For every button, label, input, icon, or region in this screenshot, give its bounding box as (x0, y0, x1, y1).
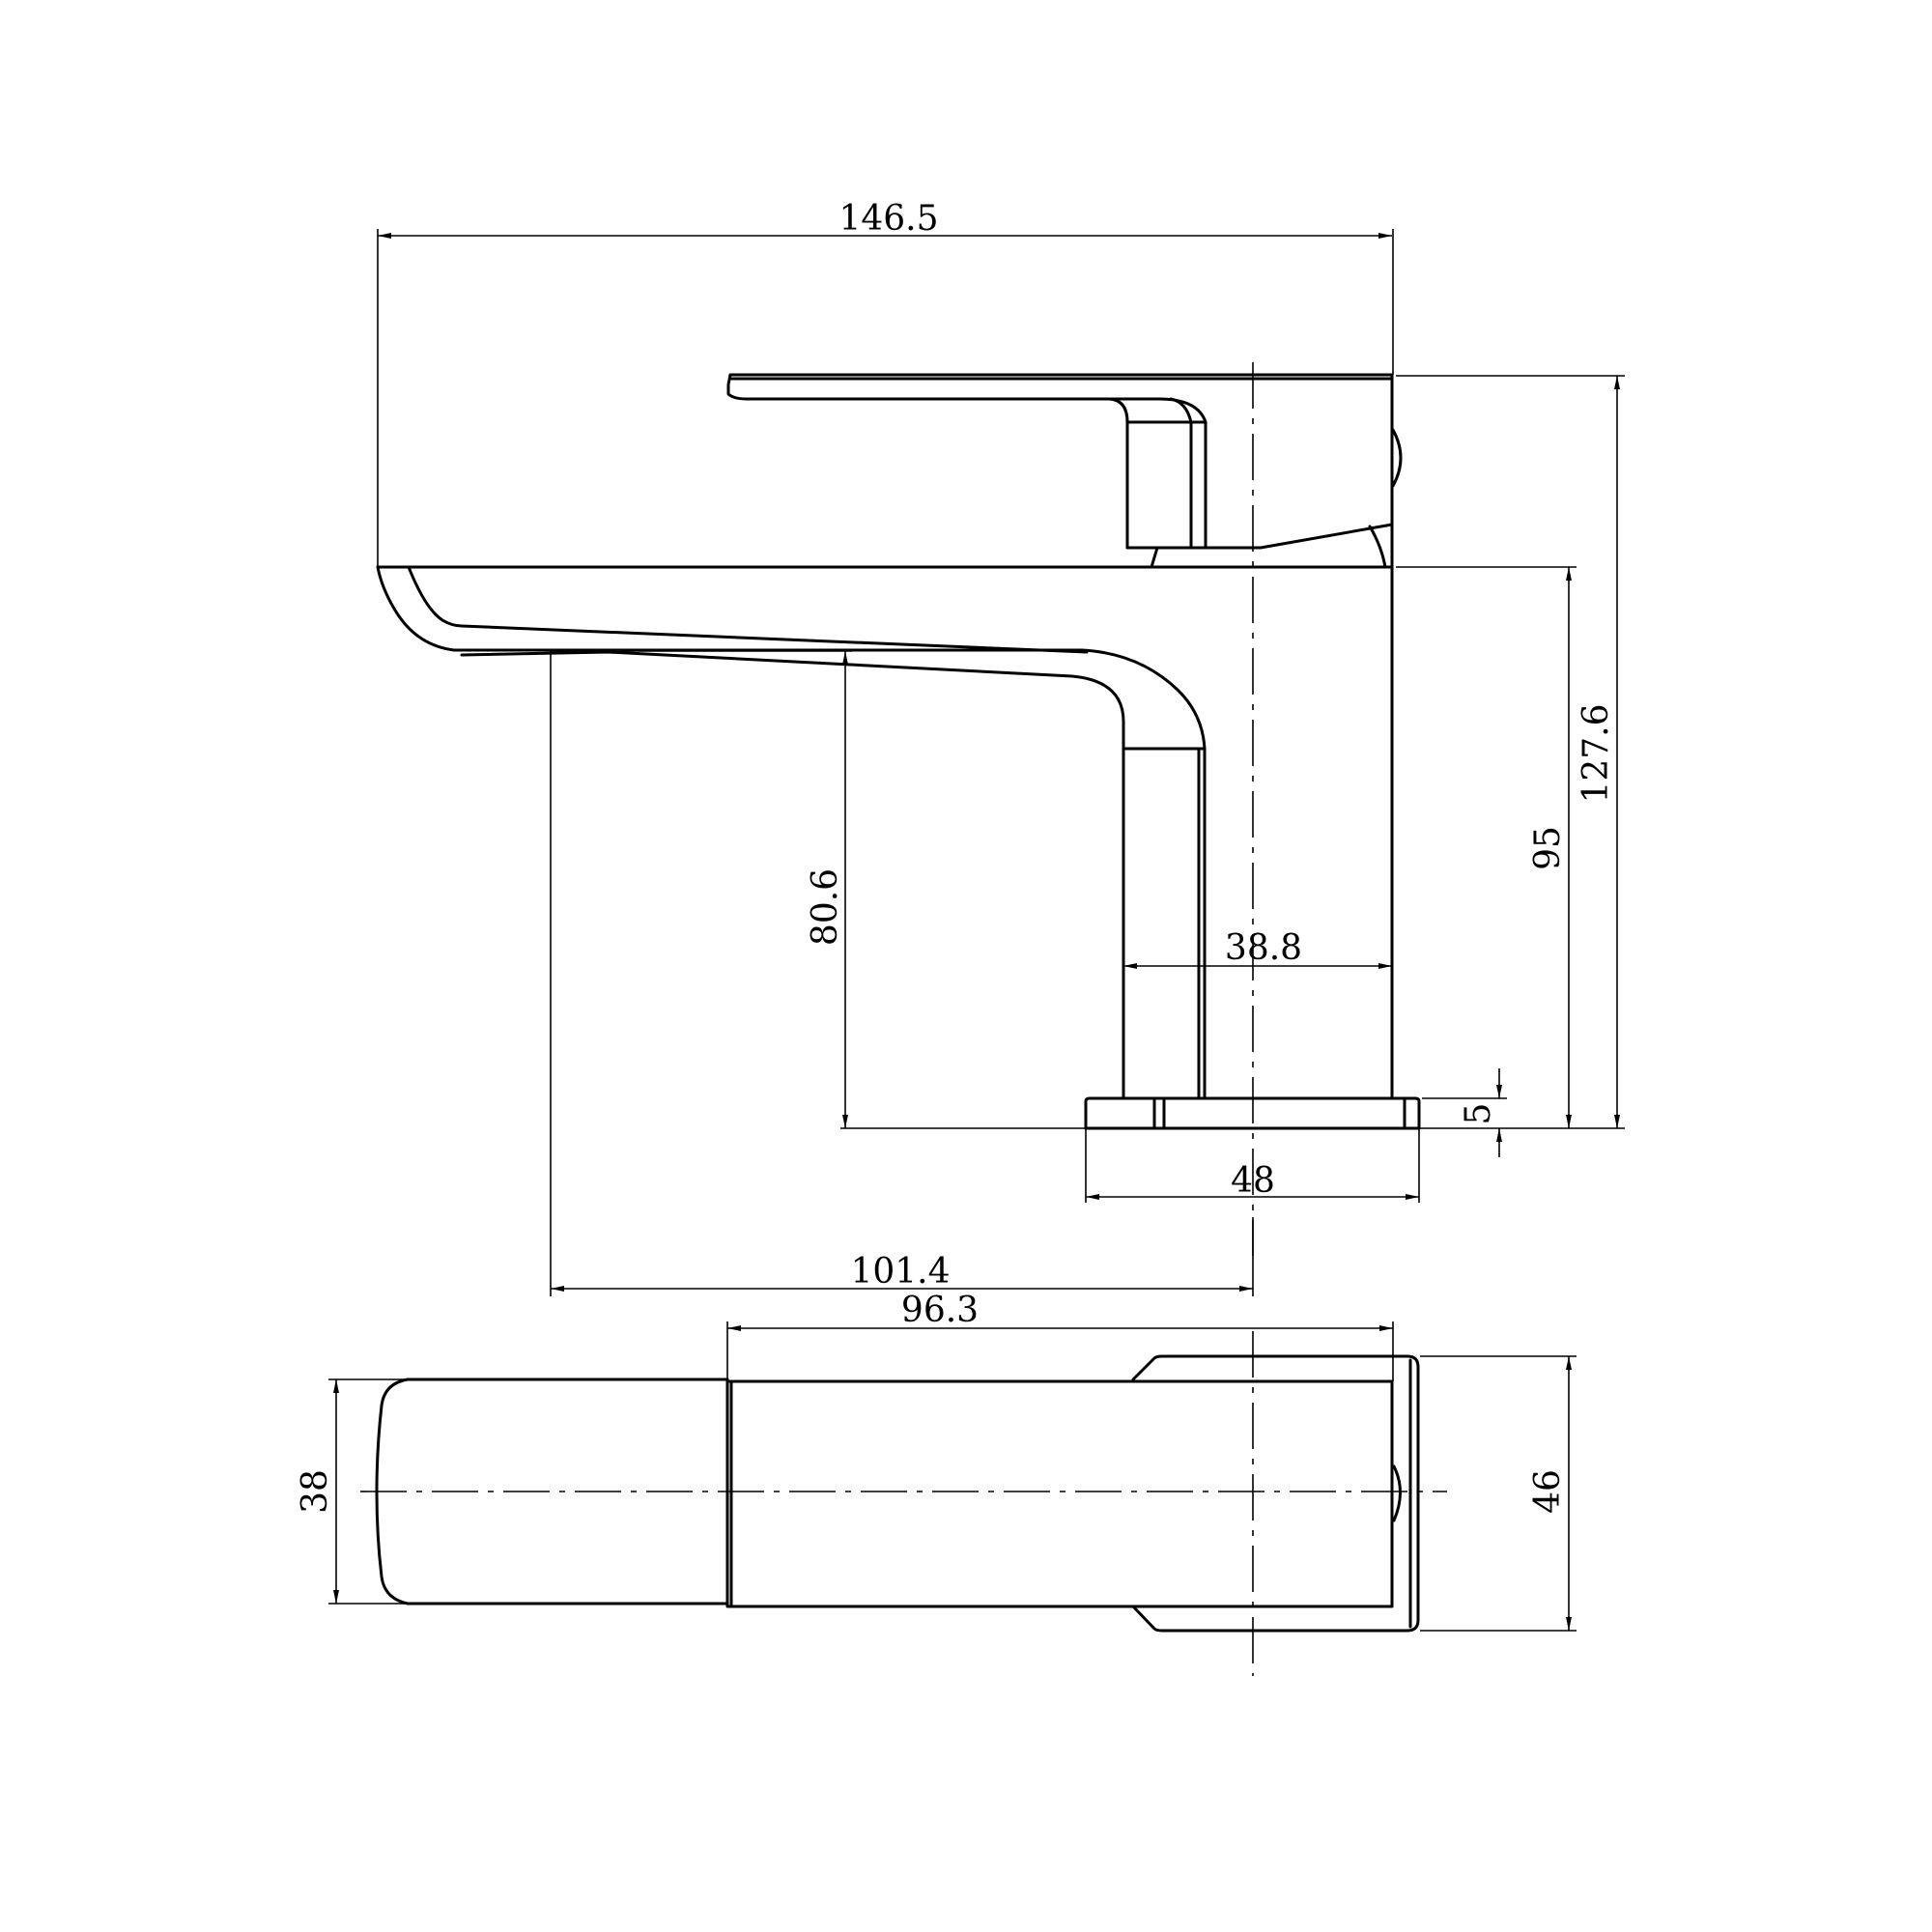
label-overall-height: 127.6 (1577, 703, 1616, 803)
label-outlet-clearance: 80.6 (806, 868, 845, 946)
plan-spout (375, 1378, 729, 1605)
aerator-button (1391, 428, 1403, 488)
label-body-length: 96.3 (901, 1291, 979, 1330)
base-plate (1084, 1096, 1421, 1130)
label-base-width: 48 (1231, 1161, 1275, 1201)
label-body-width: 38.8 (1225, 928, 1302, 968)
plan-view: 96.3 38 46 (296, 1291, 1577, 1676)
plan-body (725, 1379, 1394, 1608)
label-spout-height: 95 (1528, 826, 1568, 870)
spout-upper-edge (376, 565, 1207, 1100)
spout-lower-edge (407, 565, 1207, 1100)
handle-base (1125, 523, 1394, 569)
side-elevation: 146.5 127.6 95 80.6 38.8 5 48 101.4 (376, 199, 1625, 1296)
label-base-depth: 46 (1528, 1469, 1568, 1514)
label-spout-projection: 101.4 (850, 1252, 950, 1292)
plan-base-plate (1131, 1354, 1420, 1633)
handle-block (1107, 397, 1208, 550)
handle-lever (726, 373, 1394, 550)
label-spout-width: 38 (296, 1469, 335, 1514)
label-overall-length: 146.5 (838, 199, 938, 239)
plan-aerator-button (1392, 1464, 1402, 1522)
label-base-thickness: 5 (1459, 1103, 1498, 1125)
